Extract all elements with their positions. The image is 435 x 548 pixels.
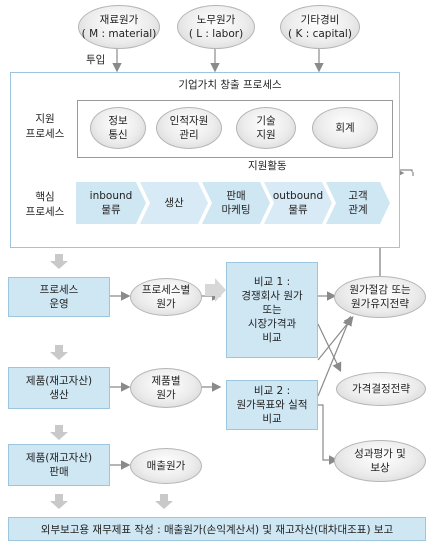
product-production-box: 제품(재고자산) 생산 <box>8 367 110 409</box>
comparison-1-box: 비교 1 : 경쟁회사 원가 또는 시장가격과 비교 <box>226 262 318 358</box>
support-item-it: 정보 통신 <box>90 107 146 149</box>
support-item-hr: 인적자원 관리 <box>156 107 222 149</box>
comparison-2-box: 비교 2 : 원가목표와 실적 비교 <box>226 380 318 430</box>
support-activity-label: 지원활동 <box>248 160 287 172</box>
product-sales-box: 제품(재고자산) 판매 <box>8 444 110 486</box>
capital-cost-node: 기타경비 ( K : capital) <box>280 5 360 49</box>
core-item-sales-marketing: 판매 마케팅 <box>202 182 270 224</box>
performance-evaluation-node: 성과평가 및 보상 <box>334 440 426 482</box>
product-cost-node: 제품별 원가 <box>130 368 202 408</box>
process-cost-node: 프로세스별 원가 <box>130 278 202 316</box>
value-process-title: 기업가치 창출 프로세스 <box>178 79 282 91</box>
material-cost-node: 재료원가 ( M : material) <box>78 5 160 49</box>
core-item-sales-marketing-label: 판매 마케팅 <box>221 189 251 216</box>
support-item-accounting: 회계 <box>312 107 378 149</box>
support-item-tech: 기술 지원 <box>236 107 296 149</box>
external-report-bar: 외부보고용 재무제표 작성 : 매출원가(손익계산서) 및 재고자산(대차대조표… <box>8 517 426 541</box>
core-item-inbound-label: inbound 물류 <box>89 189 133 216</box>
core-item-production-label: 생산 <box>164 196 184 209</box>
cost-reduction-strategy-node: 원가절감 또는 원가유지전략 <box>334 276 426 318</box>
core-process-label: 핵심 프로세스 <box>25 191 65 219</box>
core-item-production: 생산 <box>140 182 208 224</box>
support-process-label: 지원 프로세스 <box>25 113 65 141</box>
core-item-customer-relations-label: 고객 관계 <box>348 189 368 216</box>
core-item-outbound: outbound 물류 <box>264 182 332 224</box>
sales-cost-node: 매출원가 <box>130 448 202 484</box>
core-item-inbound: inbound 물류 <box>76 182 146 224</box>
core-item-customer-relations: 고객 관계 <box>326 182 390 224</box>
pricing-strategy-node: 가격결정전략 <box>336 372 426 406</box>
labor-cost-node: 노무원가 ( L : labor) <box>177 5 255 49</box>
input-label: 투입 <box>86 54 106 66</box>
core-item-outbound-label: outbound 물류 <box>272 189 324 216</box>
process-operation-box: 프로세스 운영 <box>8 277 110 317</box>
